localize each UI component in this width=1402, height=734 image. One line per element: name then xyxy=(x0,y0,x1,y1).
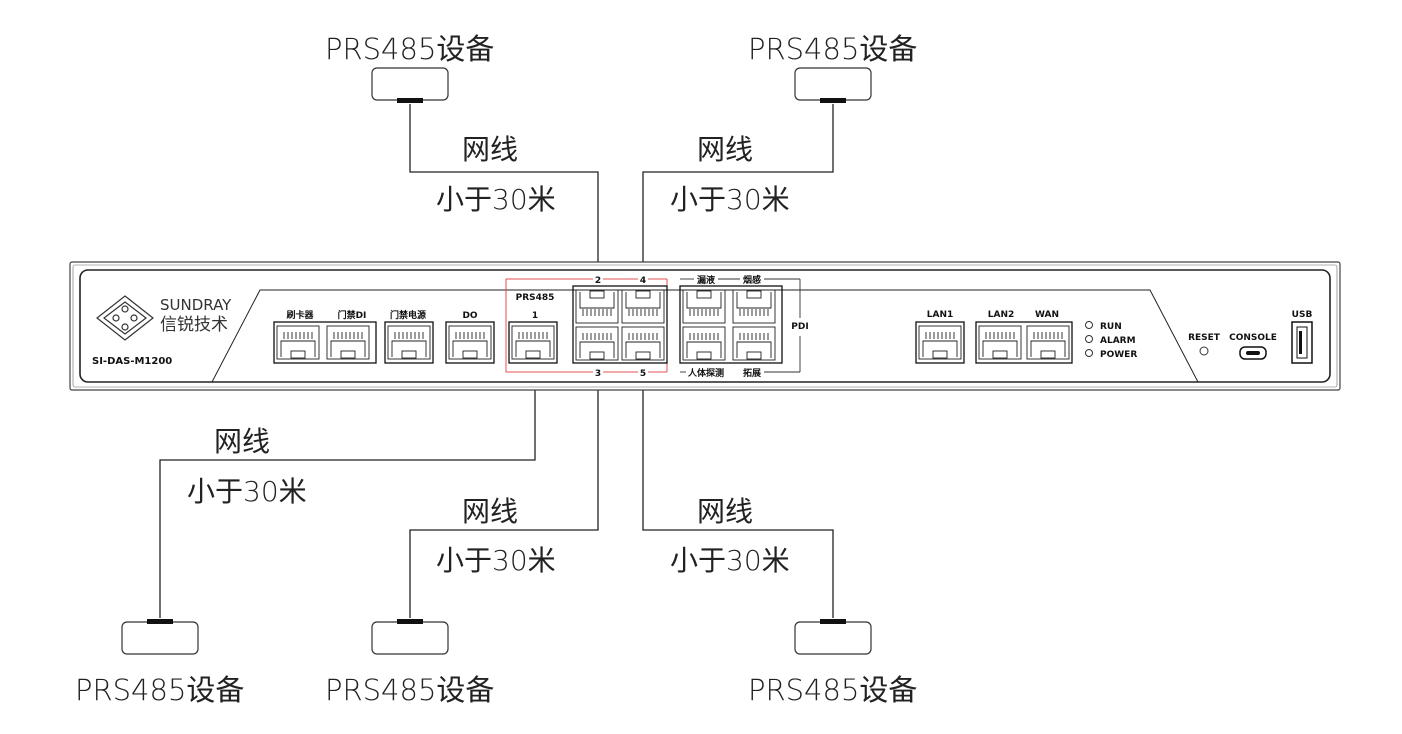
usb-label: USB xyxy=(1292,310,1313,320)
cable-label-top-right-type: 网线 xyxy=(697,133,754,166)
device-label-bottom-left: PRS485设备 xyxy=(75,673,245,707)
rj45-port-block-door-power xyxy=(384,321,434,364)
cable-label-bottom-right-type: 网线 xyxy=(697,495,754,528)
leak-label: 漏液 xyxy=(697,274,716,286)
door-power-label: 门禁电源 xyxy=(390,309,426,321)
sensor-group-bracket xyxy=(680,278,801,373)
prs485-label: PRS485 xyxy=(516,293,555,303)
cable-bottom-far-left xyxy=(159,356,536,618)
port-blocks xyxy=(273,285,1073,364)
rj45-jack-icon xyxy=(621,326,665,361)
rj45-jacks xyxy=(276,289,1070,361)
body-detect-label: 人体探测 xyxy=(687,367,724,379)
lan1-label: LAN1 xyxy=(927,310,954,320)
run-led-icon xyxy=(1085,321,1093,329)
rj45-jack-icon xyxy=(682,289,726,324)
card-reader-label: 刷卡器 xyxy=(286,309,314,321)
device-box-top-left xyxy=(371,67,449,103)
port-3-label: 3 xyxy=(595,369,601,379)
reset-button-icon xyxy=(1199,346,1209,356)
cable-label-top-left-length: 小于30米 xyxy=(436,183,556,216)
rj45-jack-icon xyxy=(621,289,665,324)
device-box-bottom-left xyxy=(121,619,199,655)
rj45-jack-icon xyxy=(732,326,776,361)
alarm-led-icon xyxy=(1085,335,1093,343)
rj45-jack-icon xyxy=(682,326,726,361)
rj45-jack-icon xyxy=(511,325,555,360)
rj45-port-block-card-door xyxy=(273,321,377,364)
cable-label-bottom-right-length: 小于30米 xyxy=(670,544,790,577)
rj45-port-block-sensors xyxy=(679,285,783,364)
device-box-bottom-middle xyxy=(371,619,449,655)
cable-label-top-left-type: 网线 xyxy=(462,133,519,166)
brand-name-cn: 信锐技术 xyxy=(160,315,228,335)
door-di-label: 门禁DI xyxy=(338,309,367,321)
cable-top-left xyxy=(409,104,599,288)
cable-label-bottom-left-length: 小于30米 xyxy=(436,544,556,577)
wan-label: WAN xyxy=(1035,310,1059,320)
port-5-label: 5 xyxy=(640,369,646,379)
led-label-run: RUN xyxy=(1100,322,1122,332)
rj45-jack-icon xyxy=(918,325,962,360)
rj45-port-block-do xyxy=(445,321,495,364)
port-4-label: 4 xyxy=(640,276,646,286)
console-port-icon xyxy=(1239,346,1267,360)
rj45-port-block-prs485-2345 xyxy=(572,285,668,364)
cable-label-far-left-type: 网线 xyxy=(214,425,271,458)
cable-label-far-left-length: 小于30米 xyxy=(187,475,307,508)
port-2-label: 2 xyxy=(595,276,601,286)
cable-label-top-right-length: 小于30米 xyxy=(670,183,790,216)
controller-panel: SUNDRAY 信锐技术 SI-DAS-M1200 刷卡器 门禁DI 门禁电源 … xyxy=(69,261,1341,391)
usb-port-icon xyxy=(1291,321,1313,364)
rj45-jack-icon xyxy=(575,289,619,324)
cable-bottom-right xyxy=(642,360,834,618)
rj45-port-block-lan2-wan xyxy=(975,321,1073,364)
device-label-top-right: PRS485设备 xyxy=(748,32,918,66)
sundray-logo xyxy=(96,295,154,341)
reset-label: RESET xyxy=(1188,333,1221,343)
rj45-jack-icon xyxy=(387,325,431,360)
do-label: DO xyxy=(462,311,477,321)
device-label-top-left: PRS485设备 xyxy=(325,32,495,66)
expand-label: 拓展 xyxy=(743,367,761,379)
status-leds: RUN ALARM POWER xyxy=(1085,321,1137,360)
pdi-label: PDI xyxy=(791,322,808,332)
rj45-port-block-prs485-1 xyxy=(508,321,558,364)
brand-name-en: SUNDRAY xyxy=(160,296,232,314)
rj45-jack-icon xyxy=(978,325,1022,360)
rj45-port-block-lan1 xyxy=(915,321,965,364)
smoke-label: 烟感 xyxy=(743,274,761,286)
console-label: CONSOLE xyxy=(1229,333,1277,343)
rj45-jack-icon xyxy=(276,325,320,360)
rj45-jack-icon xyxy=(448,325,492,360)
led-label-power: POWER xyxy=(1100,350,1137,360)
device-label-bottom-middle: PRS485设备 xyxy=(325,673,495,707)
device-label-bottom-right: PRS485设备 xyxy=(748,673,918,707)
lan2-label: LAN2 xyxy=(988,310,1015,320)
device-boxes xyxy=(121,67,872,655)
device-box-top-right xyxy=(794,67,872,103)
led-label-alarm: ALARM xyxy=(1100,336,1136,346)
cable-label-bottom-left-type: 网线 xyxy=(462,495,519,528)
rj45-jack-icon xyxy=(326,325,370,360)
model-number: SI-DAS-M1200 xyxy=(92,356,172,367)
rj45-jack-icon xyxy=(575,326,619,361)
cable-top-right xyxy=(642,104,834,288)
cables xyxy=(159,104,834,618)
device-box-bottom-right xyxy=(794,619,872,655)
rj45-jack-icon xyxy=(732,289,776,324)
port-1-label: 1 xyxy=(532,311,538,321)
rj45-jack-icon xyxy=(1026,325,1070,360)
power-led-icon xyxy=(1085,349,1093,357)
cable-bottom-left xyxy=(409,360,599,618)
